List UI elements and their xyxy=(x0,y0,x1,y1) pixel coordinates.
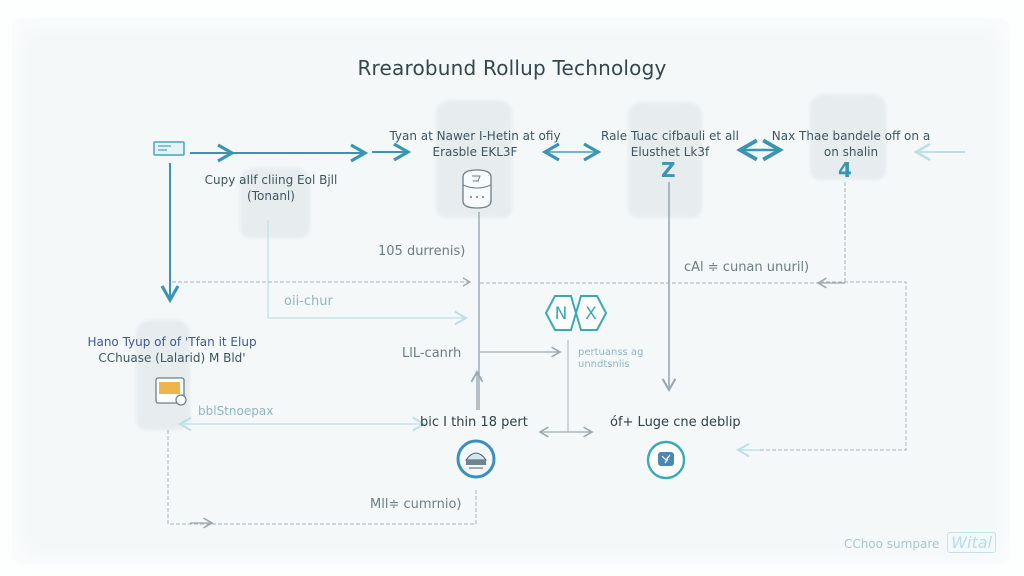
node-a-label: Cupy aIlf cliing Eol Bjll (Tonanl) xyxy=(204,173,338,203)
node-c-badge: Z xyxy=(661,158,676,182)
node-c-shadow xyxy=(628,102,702,218)
footer-logo: Wital xyxy=(947,532,996,553)
node-f-label: bic I thin 18 pert xyxy=(420,415,528,430)
edge-label-7: bblStnoepax xyxy=(198,404,274,418)
footer-text: CChoo sumpare xyxy=(843,537,940,551)
edge-label-4: LlL-canrh xyxy=(402,346,462,361)
node-a-shadow xyxy=(240,168,310,238)
edge-label-6: unndtsnlis xyxy=(578,359,630,370)
edge-label-2: oii-chur xyxy=(284,294,333,309)
node-d-badge: 4 xyxy=(838,158,852,182)
edge-right-loop xyxy=(740,281,907,451)
database-cylinder-icon xyxy=(462,169,492,209)
nx-letter-n: N xyxy=(555,304,568,324)
node-e-label: Hano Tyup of of 'Tfan it Elup CChuase (L… xyxy=(87,335,257,365)
node-g-label: óf+ Luge cne deblip xyxy=(610,415,741,430)
edge-a-loop xyxy=(267,220,469,326)
wallet-card-icon xyxy=(155,377,187,406)
footer-brand: CChoo sumpare Wital xyxy=(843,532,996,553)
diagram-title: Rrearobund Rollup Technology xyxy=(357,56,667,80)
edge-label-5: pertuanss ag xyxy=(578,347,644,358)
node-c-label: Rale Tuac cifbauli et all Elusthet Lk3f xyxy=(601,129,739,159)
node-b-label: Tyan at Nawer I-Hetin at ofiy Erasble EK… xyxy=(389,129,561,159)
chat-badge-icon xyxy=(646,440,686,480)
edge-bottom-loop xyxy=(167,430,477,525)
edge-d-loop xyxy=(670,182,846,284)
edge-label-1: 105 durrenis) xyxy=(378,244,466,259)
nx-letter-x: X xyxy=(585,304,597,324)
edge-label-8: Mll≑ cumrnio) xyxy=(370,497,462,512)
edge-label-3: cAl ≑ cunan unuril) xyxy=(684,260,810,275)
terminal-card-icon xyxy=(153,141,185,156)
nx-hexagon-icon: N X xyxy=(544,295,608,331)
node-d-label: Nax Thae bandele off on a on shalin xyxy=(771,129,931,159)
node-d-shadow xyxy=(810,94,886,180)
ship-badge-icon xyxy=(456,439,496,479)
node-e-shadow xyxy=(136,320,190,430)
